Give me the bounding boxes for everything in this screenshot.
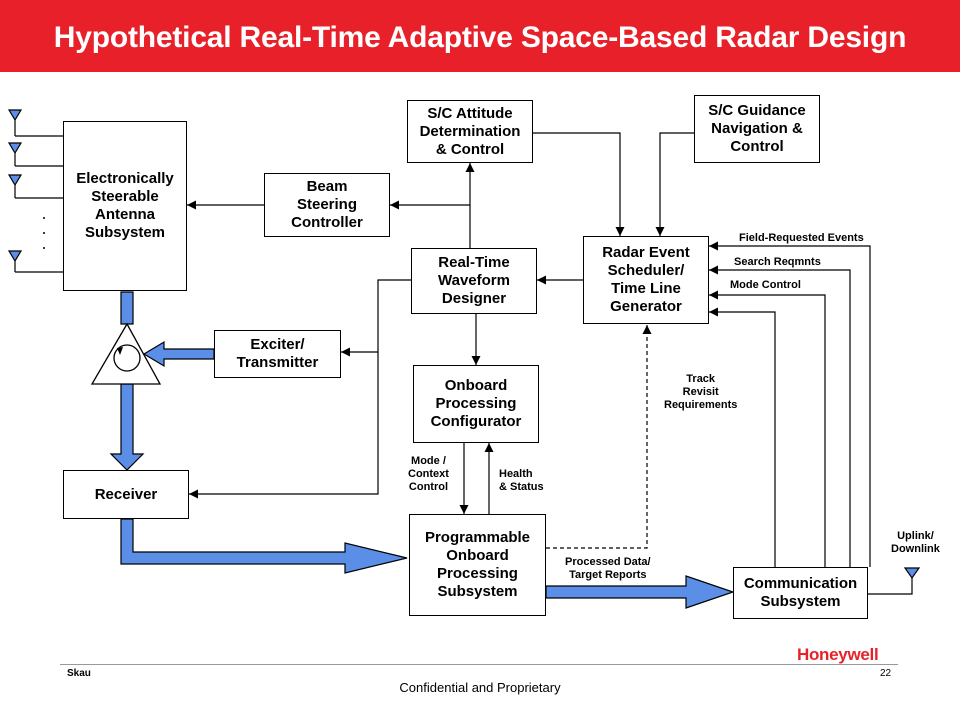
antenna-subsystem-box: Electronically Steerable Antenna Subsyst… xyxy=(63,121,187,291)
footer-author: Skau xyxy=(67,668,91,679)
beam-steering-label: Beam Steering Controller xyxy=(291,178,363,231)
antenna-subsystem-label: Electronically Steerable Antenna Subsyst… xyxy=(76,170,174,241)
footer-confidential: Confidential and Proprietary xyxy=(399,680,561,695)
communication-subsystem-box: Communication Subsystem xyxy=(733,567,868,619)
receiver-to-processing-arrow xyxy=(120,518,408,574)
page-title: Hypothetical Real-Time Adaptive Space-Ba… xyxy=(53,21,907,54)
communication-subsystem-label: Communication Subsystem xyxy=(743,575,858,610)
attitude-control-box: S/C Attitude Determination & Control xyxy=(407,100,533,163)
processing-configurator-box: Onboard Processing Configurator xyxy=(413,365,539,443)
processing-configurator-label: Onboard Processing Configurator xyxy=(430,377,522,430)
uplink-antenna-icon xyxy=(903,567,921,580)
footer-divider xyxy=(60,664,898,665)
mode-control-label: Mode Control xyxy=(730,279,801,291)
receiver-label: Receiver xyxy=(94,485,158,503)
guidance-navigation-label: S/C Guidance Navigation & Control xyxy=(708,102,806,155)
programmable-processing-box: Programmable Onboard Processing Subsyste… xyxy=(409,514,546,616)
receiver-box: Receiver xyxy=(63,470,189,519)
switch-to-receiver-arrow xyxy=(109,383,145,471)
guidance-navigation-box: S/C Guidance Navigation & Control xyxy=(694,95,820,163)
programmable-processing-label: Programmable Onboard Processing Subsyste… xyxy=(424,529,531,600)
processed-data-label: Processed Data/ Target Reports xyxy=(565,556,651,581)
search-reqmnts-label: Search Reqmnts xyxy=(734,256,821,268)
radar-scheduler-box: Radar Event Scheduler/ Time Line Generat… xyxy=(583,236,709,324)
uplink-downlink-label: Uplink/ Downlink xyxy=(891,530,940,555)
health-status-label: Health & Status xyxy=(499,468,544,493)
mode-context-control-label: Mode / Context Control xyxy=(408,455,449,493)
title-bar xyxy=(0,0,960,72)
footer-page-number: 22 xyxy=(880,668,892,679)
ellipsis-dots xyxy=(43,217,45,249)
attitude-control-label: S/C Attitude Determination & Control xyxy=(419,104,521,158)
waveform-designer-box: Real-Time Waveform Designer xyxy=(411,248,537,314)
track-revisit-label: Track Revisit Requirements xyxy=(664,373,738,411)
radar-scheduler-label: Radar Event Scheduler/ Time Line Generat… xyxy=(602,244,690,315)
antenna-element-icons xyxy=(7,109,63,273)
honeywell-logo: Honeywell xyxy=(797,645,879,664)
antenna-to-switch-arrow xyxy=(120,291,134,325)
exciter-to-switch-arrow xyxy=(142,340,215,368)
waveform-designer-label: Real-Time Waveform Designer xyxy=(438,254,510,307)
processing-to-comm-arrow xyxy=(545,575,735,609)
exciter-transmitter-box: Exciter/ Transmitter xyxy=(214,330,341,378)
exciter-transmitter-label: Exciter/ Transmitter xyxy=(236,336,319,371)
field-requested-events-label: Field-Requested Events xyxy=(739,232,864,244)
beam-steering-box: Beam Steering Controller xyxy=(264,173,390,237)
tr-switch-icon xyxy=(90,322,162,385)
